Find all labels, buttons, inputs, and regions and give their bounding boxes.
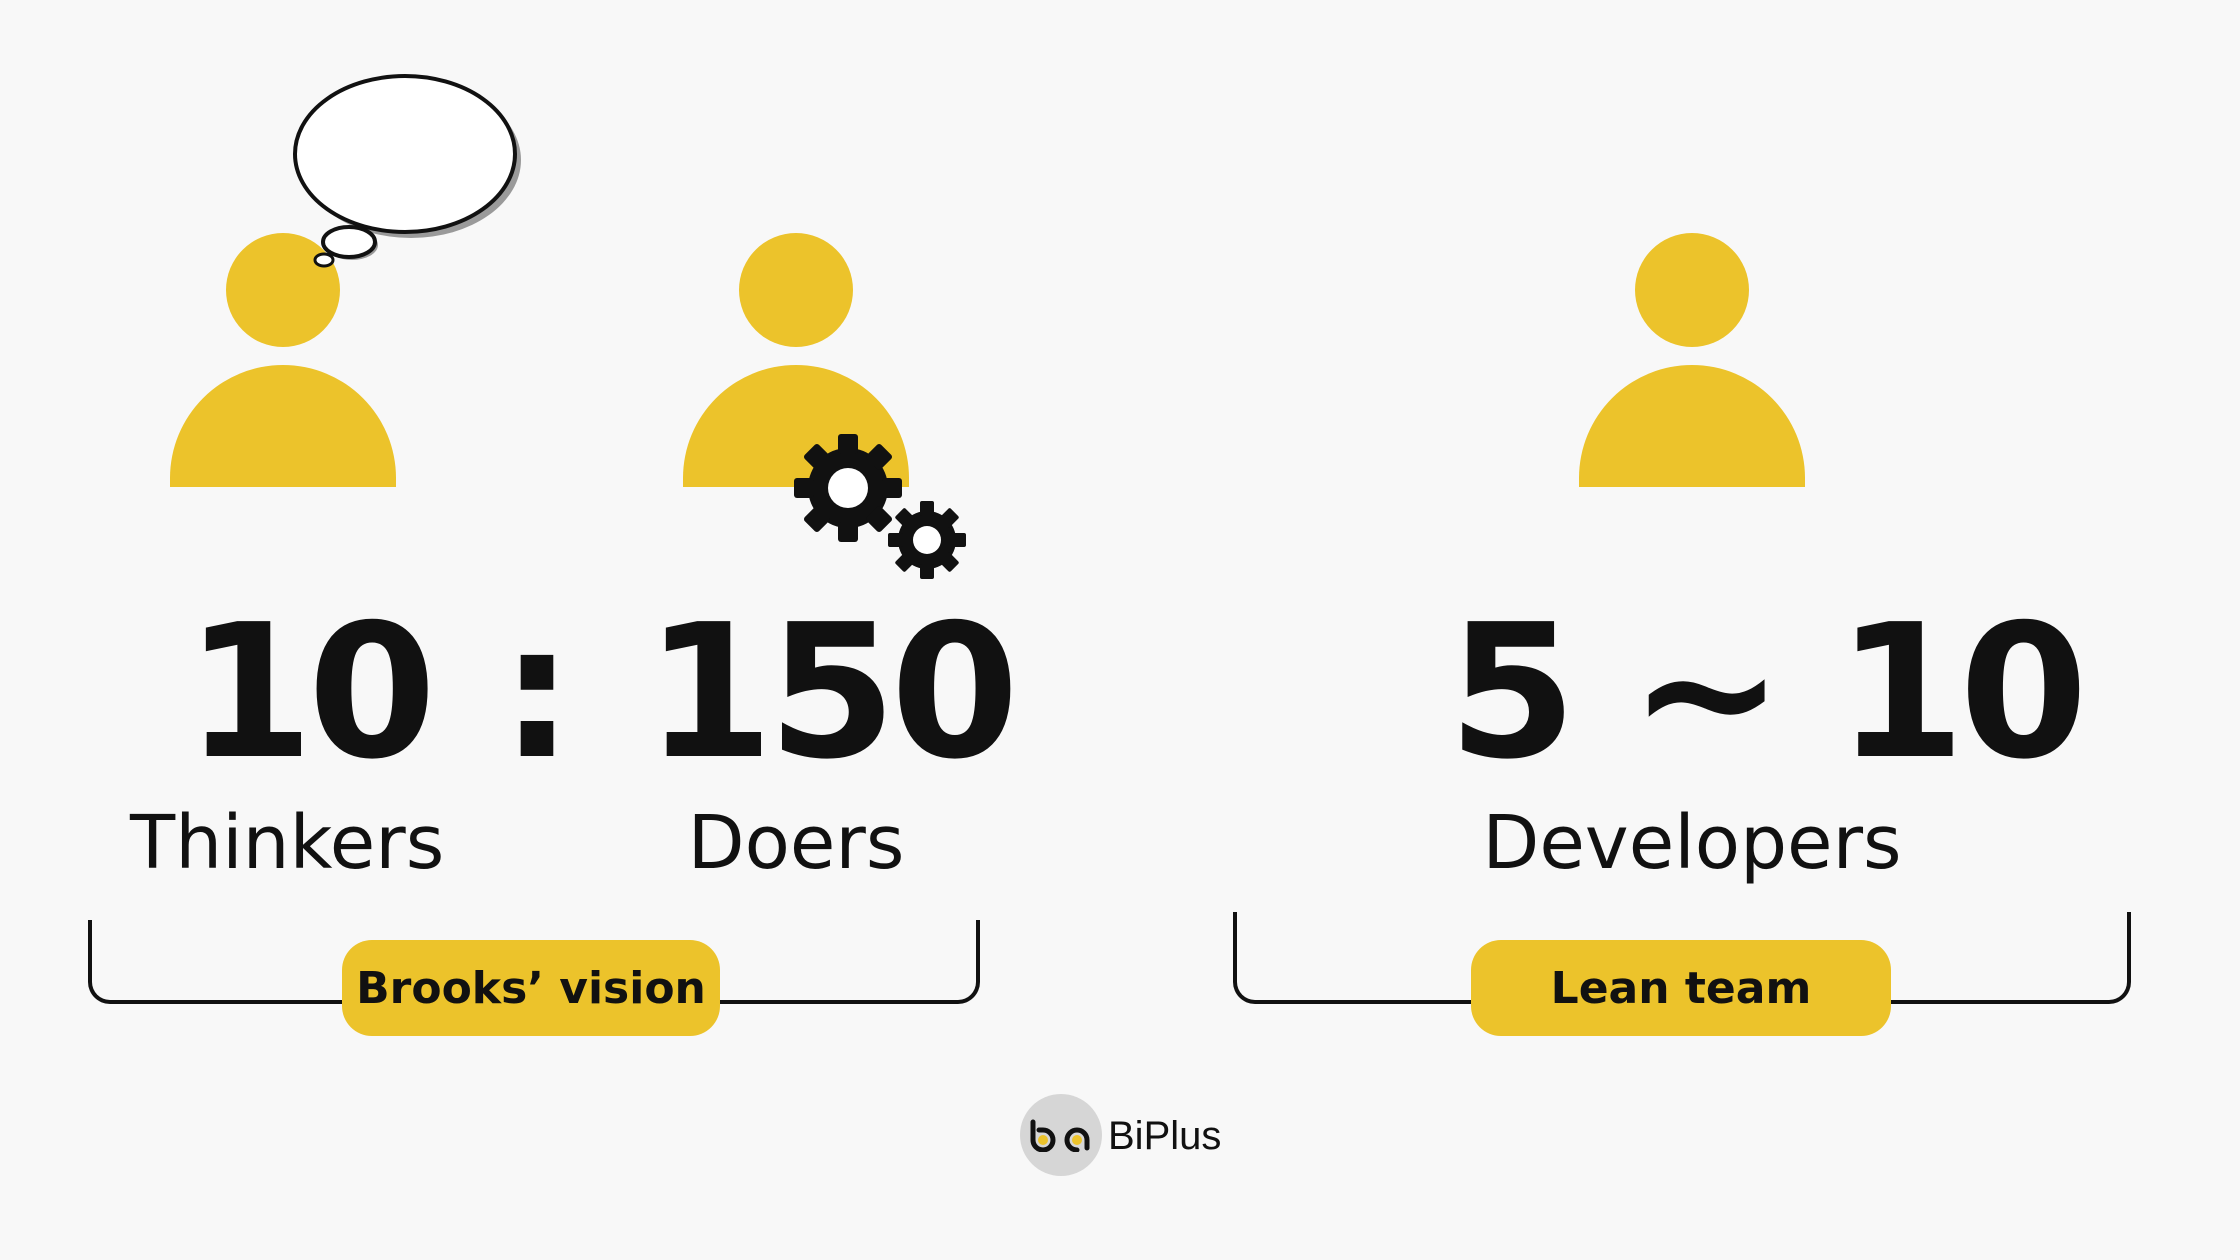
- doers-label: Doers: [687, 800, 905, 886]
- developer-head: [1635, 233, 1749, 347]
- thinkers-label: Thinkers: [130, 800, 445, 886]
- brand-name: BiPlus: [1108, 1114, 1222, 1158]
- brooks-vision-pill: Brooks’ vision: [342, 940, 720, 1036]
- owl-eyes-glyph: [1030, 1119, 1090, 1152]
- developers-label: Developers: [1482, 800, 1902, 886]
- developer-body: [1579, 365, 1805, 487]
- lean-team-label: Lean team: [1550, 962, 1812, 1014]
- gears-icon: [794, 434, 966, 579]
- owl-eyes-logo-icon: [1020, 1094, 1102, 1176]
- thought-bubble-icon: [293, 74, 521, 268]
- doer-head: [739, 233, 853, 347]
- developers-range: 5 ~ 10: [1448, 584, 2088, 800]
- ratio-separator: :: [500, 584, 574, 800]
- thinkers-count: 10: [185, 584, 436, 800]
- brooks-vision-label: Brooks’ vision: [356, 962, 706, 1014]
- doers-count: 150: [645, 584, 1019, 800]
- thinker-head: [226, 233, 340, 347]
- lean-team-pill: Lean team: [1471, 940, 1891, 1036]
- thinker-body: [170, 365, 396, 487]
